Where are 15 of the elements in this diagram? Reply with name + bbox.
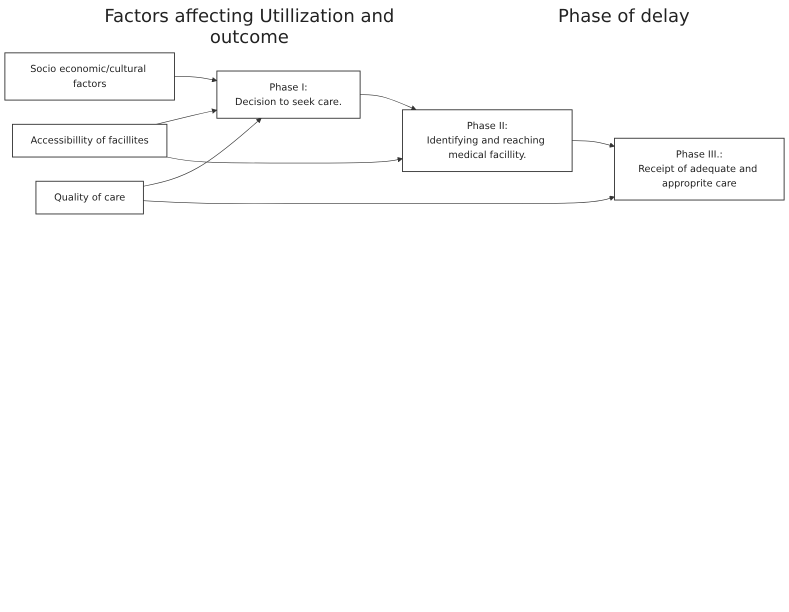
arrow <box>572 140 615 148</box>
node-box: Accessibillity of facillites <box>12 124 168 158</box>
arrow <box>156 108 218 125</box>
arrow <box>143 118 262 187</box>
node-box: Phase III.: Receipt of adequate and approprite care <box>614 138 785 200</box>
arrow <box>143 196 615 204</box>
node-box: Quality of care <box>35 180 144 214</box>
arrow <box>166 156 403 164</box>
arrow <box>360 94 416 110</box>
column-heading: Phase of delay <box>558 6 690 29</box>
arrow <box>174 76 218 82</box>
node-box: Socio economic/cultural factors <box>4 52 175 101</box>
node-box: Phase I: Decision to seek care. <box>216 70 361 119</box>
node-box: Phase II: Identifying and reaching medical facillity. <box>402 109 573 172</box>
column-heading: Factors affecting Utillization and outcome <box>103 6 396 48</box>
